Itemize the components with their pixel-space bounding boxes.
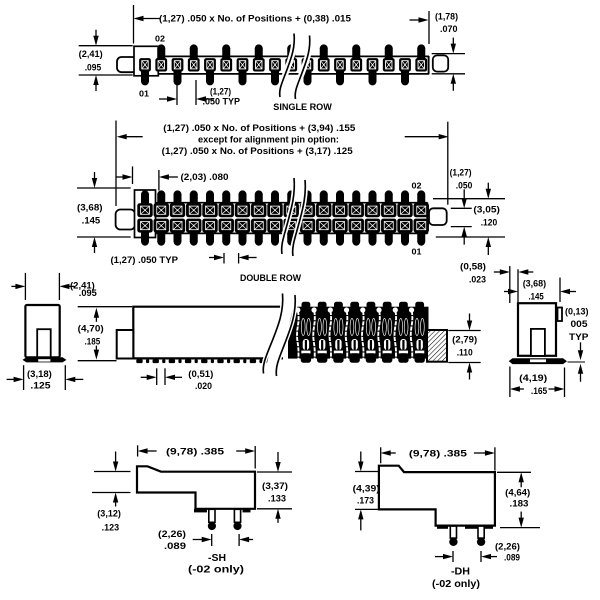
svg-text:(-02 only): (-02 only) [188, 564, 244, 575]
svg-text:.110: .110 [457, 348, 473, 358]
svg-text:(0,13): (0,13) [565, 307, 589, 317]
svg-text:(4,70): (4,70) [78, 324, 104, 334]
svg-text:(4,39): (4,39) [353, 483, 380, 493]
svg-text:(2,03) .080: (2,03) .080 [181, 172, 229, 182]
svg-text:(1,27): (1,27) [450, 167, 472, 177]
svg-text:(3,05): (3,05) [473, 205, 500, 215]
svg-text:02: 02 [155, 35, 166, 44]
svg-text:(1,27): (1,27) [210, 86, 231, 96]
svg-text:.183: .183 [510, 499, 529, 509]
svg-text:SINGLE ROW: SINGLE ROW [273, 102, 332, 113]
svg-text:(9,78) .385: (9,78) .385 [166, 447, 224, 457]
svg-text:.095: .095 [85, 63, 102, 73]
svg-text:.023: .023 [469, 274, 486, 284]
svg-text:(4,19): (4,19) [519, 373, 547, 383]
svg-text:(1,27) .050 x No. of Positions: (1,27) .050 x No. of Positions + (3,94) … [163, 123, 355, 133]
svg-text:(0,58): (0,58) [460, 262, 486, 272]
svg-text:(3,18): (3,18) [27, 369, 52, 379]
svg-text:(2,41): (2,41) [79, 49, 103, 59]
svg-text:(1,27) .050 x No. of Positions: (1,27) .050 x No. of Positions + (3,17) … [162, 146, 353, 156]
svg-text:(1,27) .050 TYP: (1,27) .050 TYP [111, 255, 179, 265]
svg-text:(-02 only): (-02 only) [432, 579, 480, 590]
svg-text:.095: .095 [79, 288, 97, 298]
svg-text:(3,12): (3,12) [97, 508, 121, 518]
svg-text:-SH: -SH [208, 553, 226, 564]
svg-text:(1,27) .050 x No. of Positions: (1,27) .050 x No. of Positions + (0,38) … [159, 13, 351, 23]
svg-text:.125: .125 [30, 380, 50, 390]
svg-text:except for alignment pin optio: except for alignment pin option: [198, 135, 339, 145]
svg-text:(4,64): (4,64) [505, 488, 530, 498]
svg-text:TYP: TYP [569, 332, 589, 342]
svg-text:(0,51): (0,51) [188, 369, 213, 379]
svg-text:.089: .089 [164, 541, 186, 551]
svg-text:.070: .070 [440, 24, 458, 34]
svg-text:DOUBLE ROW: DOUBLE ROW [240, 273, 301, 284]
svg-text:01: 01 [139, 90, 150, 99]
svg-text:(2,26): (2,26) [495, 542, 520, 552]
svg-text:.050: .050 [456, 180, 473, 190]
svg-text:01: 01 [412, 247, 423, 256]
svg-text:.145: .145 [82, 216, 101, 226]
svg-text:.123: .123 [102, 522, 120, 532]
svg-text:005: 005 [571, 319, 588, 329]
svg-text:(2,79): (2,79) [452, 335, 477, 345]
svg-text:.145: .145 [529, 292, 544, 302]
svg-text:(2,26): (2,26) [158, 529, 186, 539]
svg-text:(9,78) .385: (9,78) .385 [409, 449, 467, 459]
svg-text:.133: .133 [268, 494, 286, 504]
svg-text:.020: .020 [195, 381, 212, 391]
svg-text:(2,41): (2,41) [70, 281, 95, 291]
svg-text:.173: .173 [357, 496, 374, 506]
svg-text:-DH: -DH [451, 567, 470, 578]
svg-text:(3,68): (3,68) [77, 203, 103, 213]
svg-text:(1,78): (1,78) [435, 12, 458, 22]
svg-text:.120: .120 [481, 218, 498, 228]
svg-text:.185: .185 [85, 337, 101, 347]
svg-text:(3,37): (3,37) [262, 481, 288, 491]
svg-text:.165: .165 [531, 386, 547, 396]
svg-text:(3,68): (3,68) [523, 279, 546, 289]
svg-text:.050 TYP: .050 TYP [203, 97, 241, 107]
svg-text:02: 02 [412, 181, 423, 190]
svg-text:.089: .089 [504, 553, 520, 563]
